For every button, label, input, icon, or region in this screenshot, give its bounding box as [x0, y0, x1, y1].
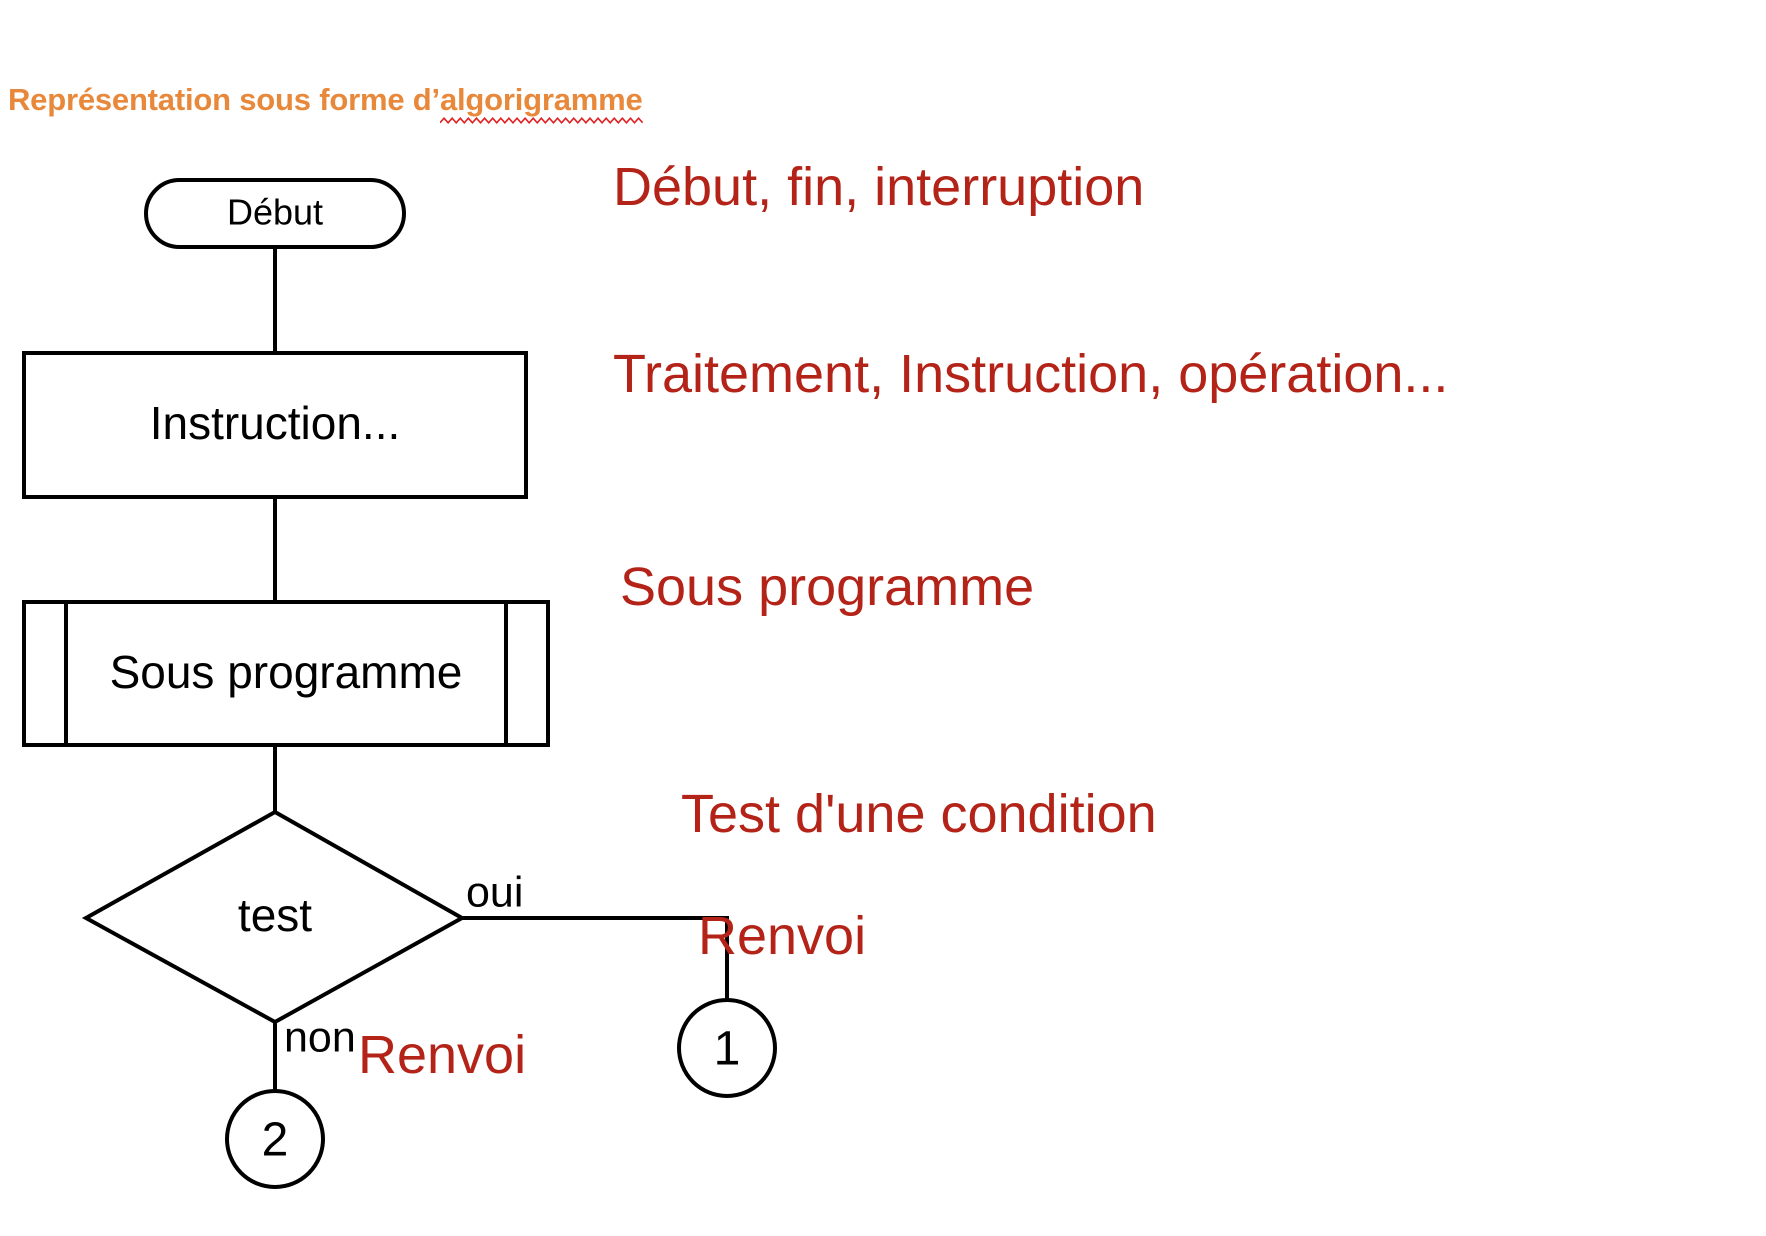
- node-connector-1[interactable]: [677, 998, 777, 1098]
- caption-process: Traitement, Instruction, opération...: [613, 344, 1449, 404]
- edge-label-non: non: [284, 1013, 356, 1061]
- caption-connector-1: Renvoi: [698, 906, 867, 966]
- caption-terminator: Début, fin, interruption: [613, 157, 1145, 217]
- node-decision-test-label: test: [238, 889, 312, 941]
- node-connector-1-label: 1: [714, 1023, 741, 1076]
- page-title-prefix: Représentation sous forme d’: [8, 82, 440, 117]
- node-process-instruction-label: Instruction...: [150, 397, 401, 449]
- node-decision-test[interactable]: [81, 809, 467, 1025]
- page-title-misspelled-text: algorigramme: [439, 82, 643, 117]
- page-title: Représentation sous forme d’algorigramme: [8, 82, 643, 118]
- node-connector-2[interactable]: [225, 1089, 325, 1189]
- node-process-instruction[interactable]: [22, 351, 528, 499]
- caption-connector-2: Renvoi: [358, 1025, 527, 1085]
- node-terminator-start-label: Début: [227, 192, 323, 233]
- edge-label-oui: oui: [466, 868, 523, 916]
- caption-decision: Test d'une condition: [681, 784, 1157, 844]
- node-subroutine-label: Sous programme: [110, 646, 463, 698]
- node-subroutine[interactable]: [22, 600, 550, 747]
- edge-decision-yes-to-ref1: [462, 916, 729, 1000]
- node-terminator-start[interactable]: [144, 178, 406, 249]
- node-connector-2-label: 2: [262, 1114, 289, 1167]
- caption-subroutine: Sous programme: [620, 557, 1035, 617]
- page-title-misspelled-word: algorigramme: [439, 82, 643, 118]
